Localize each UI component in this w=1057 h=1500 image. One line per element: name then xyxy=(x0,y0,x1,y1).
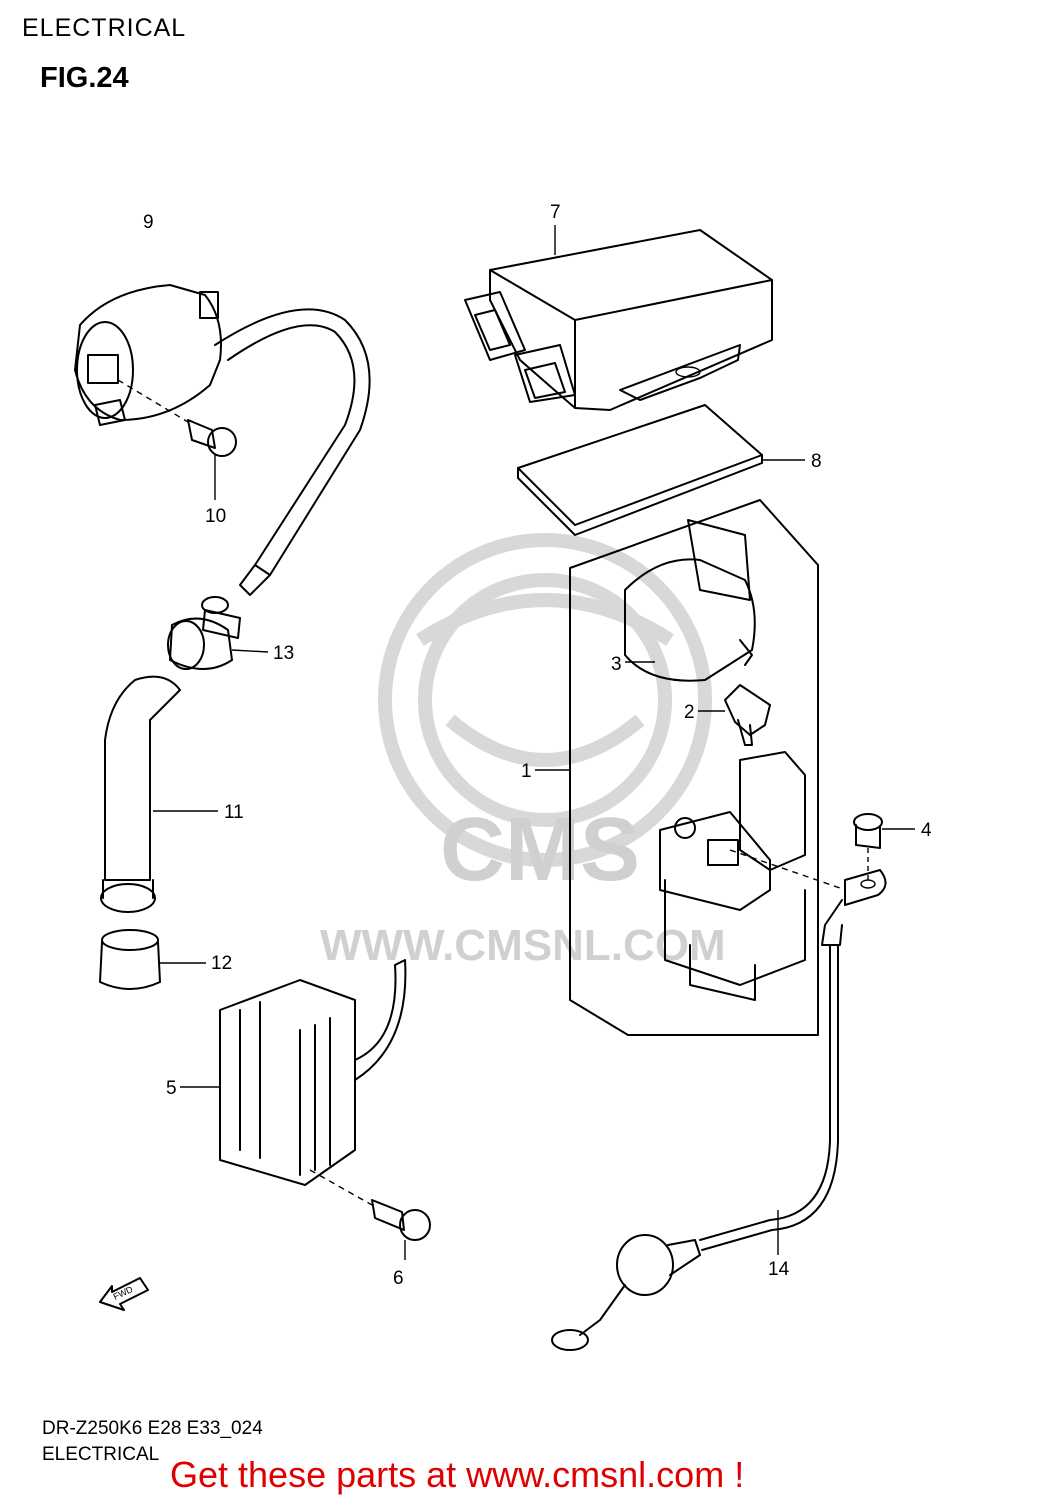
callout-7: 7 xyxy=(550,202,561,223)
watermark-logo-text: CMS xyxy=(440,800,640,900)
screw-drawing xyxy=(309,1169,431,1260)
watermark-url: WWW.CMSNL.COM xyxy=(320,921,726,970)
relay-assembly-outline xyxy=(535,499,819,1036)
ignition-coil-drawing xyxy=(74,284,371,596)
callout-2: 2 xyxy=(684,702,695,723)
promo-link[interactable]: Get these parts at www.cmsnl.com ! xyxy=(170,1454,745,1495)
callout-3: 3 xyxy=(611,654,622,675)
model-code: DR-Z250K6 E28 E33_024 xyxy=(42,1418,263,1439)
callout-1: 1 xyxy=(521,761,532,782)
callout-5: 5 xyxy=(166,1078,177,1099)
callout-8: 8 xyxy=(811,451,822,472)
callout-11: 11 xyxy=(224,802,244,823)
relay-cover-drawing xyxy=(624,519,756,682)
callout-10: 10 xyxy=(205,506,226,527)
spark-plug-cap-drawing xyxy=(100,675,218,913)
watermark-logo: CMS WWW.CMSNL.COM xyxy=(320,533,726,970)
cap-connector-drawing xyxy=(167,596,269,670)
cushion-pad-drawing xyxy=(517,404,805,536)
callout-14: 14 xyxy=(768,1259,790,1280)
callout-4: 4 xyxy=(921,820,932,841)
section-title: ELECTRICAL xyxy=(22,14,187,42)
forward-arrow-icon: FWD xyxy=(99,1277,149,1311)
cdi-unit-drawing xyxy=(464,225,773,411)
starter-relay-drawing xyxy=(659,751,841,1001)
fuse-drawing xyxy=(698,684,771,746)
ground-wire-drawing xyxy=(551,869,887,1351)
regulator-rectifier-drawing xyxy=(180,959,407,1186)
callout-6: 6 xyxy=(393,1268,404,1289)
callout-labels: 1 2 3 4 5 6 7 8 9 10 11 12 13 14 xyxy=(143,202,932,1289)
coil-screw-drawing xyxy=(117,379,237,500)
plug-cap-seal-drawing xyxy=(99,929,206,990)
callout-13: 13 xyxy=(273,643,294,664)
figure-number: FIG.24 xyxy=(40,62,129,94)
callout-9: 9 xyxy=(143,212,154,233)
callout-12: 12 xyxy=(211,953,232,974)
footer-section: ELECTRICAL xyxy=(42,1444,160,1465)
bolt-drawing xyxy=(853,813,915,880)
